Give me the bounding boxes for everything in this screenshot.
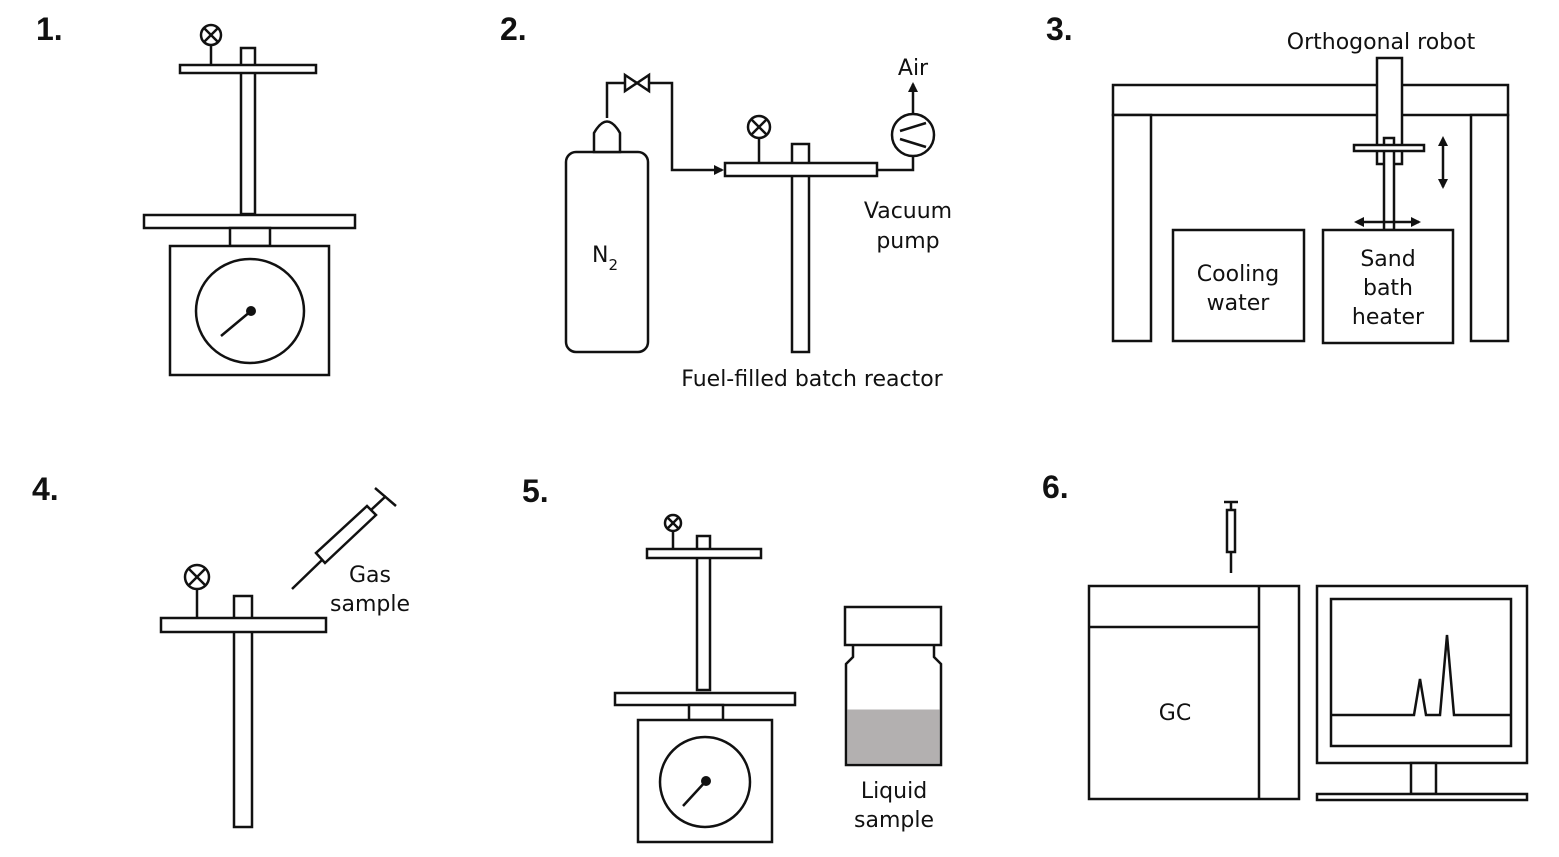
heater-label-line2: bath xyxy=(1363,276,1413,301)
valve-gauge-icon xyxy=(199,23,223,65)
panel-3-reaction: 3. Orthogonal robot Cooling water Sand b… xyxy=(1046,11,1510,345)
heater-label-line3: heater xyxy=(1352,305,1425,330)
batch-reactor xyxy=(1352,136,1426,232)
cylinder-label: N2 xyxy=(592,243,618,274)
valve-gauge-icon xyxy=(663,513,683,549)
liquid-sample-label-line1: Liquid xyxy=(861,779,927,804)
reactor-label: Fuel-filled batch reactor xyxy=(681,367,943,392)
scale-icon xyxy=(142,213,357,377)
valve-gauge-icon xyxy=(183,563,211,618)
robot-label: Orthogonal robot xyxy=(1287,30,1476,55)
step-number-3: 3. xyxy=(1046,11,1073,47)
batch-reactor xyxy=(645,534,763,692)
robot-gantry xyxy=(1111,56,1510,343)
gas-sample-label-line2: sample xyxy=(330,592,410,617)
cooling-label-line1: Cooling xyxy=(1197,262,1279,287)
valve-gauge-icon xyxy=(746,114,772,165)
vacuum-line xyxy=(877,157,915,172)
step-number-4: 4. xyxy=(32,471,59,507)
liquid-level xyxy=(847,709,940,764)
panel-1-weighing: 1. xyxy=(36,11,357,377)
needle-valve-icon xyxy=(623,72,651,94)
monitor-icon xyxy=(1315,584,1529,802)
chromatogram-trace xyxy=(1331,634,1511,717)
gas-inlet-arrow xyxy=(649,81,724,175)
nitrogen-cylinder: N2 xyxy=(564,120,650,354)
sand-bath-heater: Sand bath heater xyxy=(1321,228,1455,345)
vial-icon xyxy=(843,605,943,767)
gas-chromatograph: GC xyxy=(1087,584,1301,801)
vacuum-pump-label-line2: pump xyxy=(876,229,939,254)
batch-reactor xyxy=(159,594,328,829)
syringe-icon xyxy=(1224,500,1238,573)
cooling-label-line2: water xyxy=(1207,291,1271,316)
step-number-2: 2. xyxy=(500,11,527,47)
panel-2-purging: 2. N2 Air Vacuum pump Fu xyxy=(500,11,952,392)
panel-5-liquid-sampling: 5. Liquid sample xyxy=(522,473,943,844)
cooling-water-bath: Cooling water xyxy=(1171,228,1306,343)
batch-reactor xyxy=(723,142,879,354)
scale-icon xyxy=(613,691,797,844)
gas-line xyxy=(605,81,625,118)
gas-sample-label-line1: Gas xyxy=(349,563,391,588)
step-number-6: 6. xyxy=(1042,469,1069,505)
syringe-icon xyxy=(291,487,397,590)
air-label: Air xyxy=(898,56,929,81)
step-number-1: 1. xyxy=(36,11,63,47)
vacuum-pump-label-line1: Vacuum xyxy=(864,199,952,224)
batch-reactor xyxy=(178,46,318,216)
panel-6-gc-analysis: 6. GC xyxy=(1042,469,1529,802)
vacuum-pump-icon xyxy=(890,112,936,158)
gc-label: GC xyxy=(1159,701,1191,726)
liquid-sample-label-line2: sample xyxy=(854,808,934,833)
panel-4-gas-sampling: 4. Gas sample xyxy=(32,471,410,829)
step-number-5: 5. xyxy=(522,473,549,509)
heater-label-line1: Sand xyxy=(1360,247,1415,272)
